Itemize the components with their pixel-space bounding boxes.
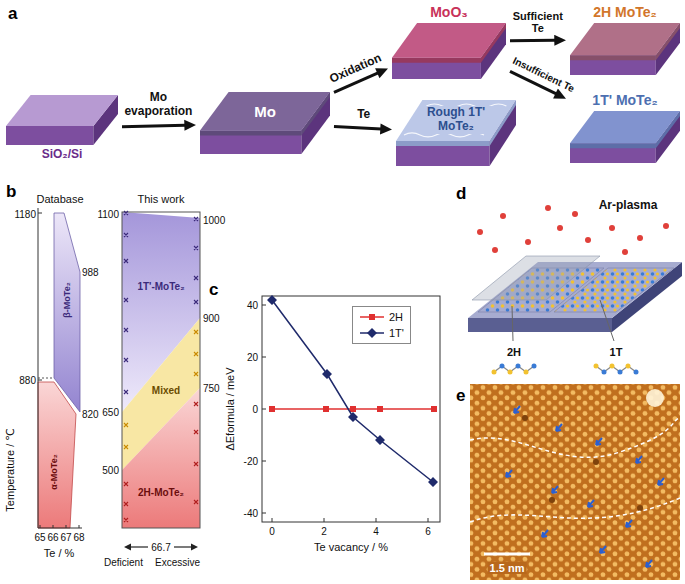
phase-label: Mixed (152, 385, 180, 396)
legend-box: 2H1T' (352, 306, 411, 344)
legend-sample (359, 328, 385, 338)
tick-label: 6 (425, 526, 431, 537)
composition-label: Excessive (155, 557, 200, 568)
slab-label: SiO₂/Si (42, 148, 83, 162)
panel-letter: a (8, 5, 17, 24)
tick-label: 0 (269, 526, 275, 537)
tick-label: 67 (60, 532, 71, 543)
axis-title: ΔEformula / meV (224, 367, 236, 450)
slab-label: 1T' MoTe₂ (592, 92, 657, 108)
tick-label: 1100 (97, 209, 119, 220)
tick-label: 0 (252, 404, 258, 415)
tick-label: 40 (247, 300, 258, 311)
legend-text: 2H (389, 311, 403, 323)
phase-label: 2H (507, 346, 521, 358)
slab-label: Rough 1T' MoTe₂ (419, 106, 493, 134)
tick-label: 65 (34, 532, 45, 543)
legend-row: 2H (359, 309, 404, 325)
column-title: This work (137, 193, 184, 205)
slab-label: 2H MoTe₂ (593, 4, 657, 20)
tick-label: 4 (373, 526, 379, 537)
sample-slab: 1T' MoTe₂ (570, 92, 680, 163)
phase-label: 1T'-MoTe₂ (137, 281, 184, 292)
plasma-label: Ar-plasma (599, 199, 658, 212)
process-arrow (122, 120, 196, 131)
tick-label: -40 (244, 508, 258, 519)
sample-slab: SiO₂/Si (6, 95, 118, 162)
tick-label: 1000 (203, 215, 225, 226)
tick-label: 68 (73, 532, 84, 543)
slab-label: MoO₃ (430, 4, 468, 20)
tick-label: 2 (321, 526, 327, 537)
tick-label: 650 (102, 407, 119, 418)
slab-label: Mo (252, 103, 278, 120)
arrow-label: Mo evaporation (121, 91, 195, 119)
legend-text: 1T' (389, 327, 404, 339)
tick-label: 900 (203, 313, 220, 324)
panel-letter: d (456, 185, 466, 204)
sample-slab: 2H MoTe₂ (570, 4, 680, 75)
phase-label: 1T (610, 346, 623, 358)
tick-label: 820 (82, 409, 99, 420)
legend-row: 1T' (359, 325, 404, 341)
panel-letter: e (456, 387, 465, 406)
arrow-label: Te (356, 108, 371, 122)
phase-label: β-MoTe₂ (63, 282, 73, 317)
tick-label: 1180 (14, 209, 36, 220)
slab-drawing (200, 92, 330, 154)
tick-label: 20 (247, 352, 258, 363)
panel-letter: c (209, 281, 218, 300)
panel-letter: b (6, 183, 16, 202)
column-title: Database (36, 193, 83, 205)
tick-label: 988 (82, 267, 99, 278)
sample-slab: Rough 1T' MoTe₂ (396, 100, 516, 166)
tick-label: 750 (203, 383, 220, 394)
composition-label: 66.7 (151, 542, 170, 553)
phase-label: α-MoTe₂ (50, 454, 60, 489)
process-arrow (334, 124, 392, 135)
phase-label: 2H-MoTe₂ (138, 487, 184, 498)
axis-title: Te / % (44, 547, 75, 559)
tick-label: 880 (19, 375, 36, 386)
tick-label: 66 (47, 532, 58, 543)
axis-title: Te vacancy / % (314, 541, 388, 553)
scale-label: 1.5 nm (488, 562, 527, 574)
process-arrow (510, 35, 566, 46)
tick-label: 500 (102, 465, 119, 476)
arrow-label: Sufficient Te (507, 10, 569, 35)
legend-sample (359, 312, 385, 322)
sample-slab: MoO₃ (392, 4, 506, 79)
composition-label: Deficient (104, 557, 143, 568)
tick-label: -20 (244, 456, 258, 467)
sample-slab: Mo (200, 92, 330, 154)
axis-title: Temperature / ℃ (4, 428, 16, 511)
